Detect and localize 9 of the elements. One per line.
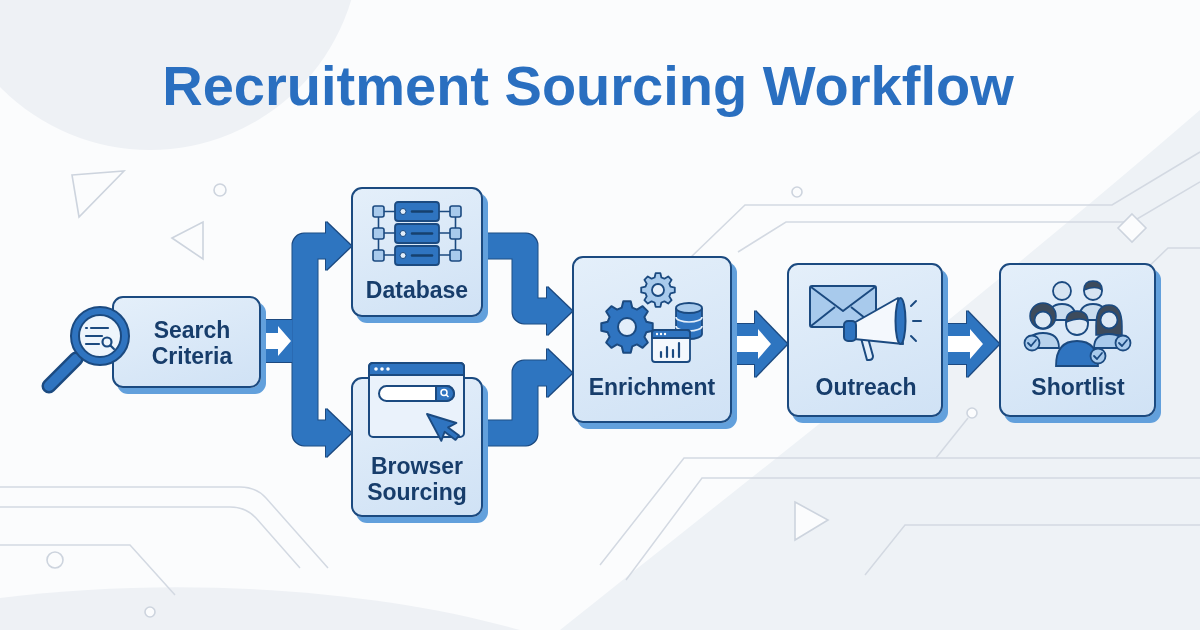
block-arrow (292, 222, 351, 341)
step-label: Enrichment (588, 374, 716, 400)
diagram-title: Recruitment Sourcing Workflow (162, 54, 1014, 118)
step-label: Search Criteria (150, 317, 234, 369)
step-label: Outreach (815, 374, 917, 400)
step-label: Shortlist (1031, 374, 1125, 400)
block-arrow (292, 341, 351, 457)
step-label: Browser Sourcing (366, 453, 468, 505)
step-label: Database (365, 277, 469, 303)
